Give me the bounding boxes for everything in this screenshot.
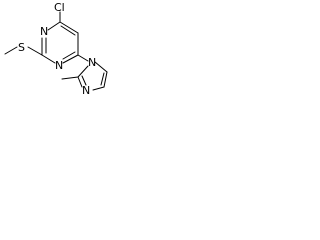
bond-c6-n1-double — [62, 51, 76, 60]
bond-n3-c4 — [47, 21, 61, 31]
bond-im-n1-c5 — [94, 61, 108, 73]
imidazole-ring — [77, 61, 108, 91]
atom-label-chlorine: Cl — [54, 1, 65, 14]
bond-n1-c2 — [41, 54, 56, 64]
atom-label-pyrimidine-n3: N — [40, 25, 48, 38]
bond-c2-s — [27, 46, 43, 56]
bond-c6-imidazole-n — [77, 54, 89, 62]
atom-label-sulfur: S — [18, 41, 25, 54]
bond-im-c4-n3 — [92, 86, 105, 91]
bond-im-n3-c2 — [77, 76, 83, 88]
bond-c6-n1 — [62, 54, 79, 64]
bond-im-c5-c4-double — [100, 72, 105, 86]
atom-label-imidazole-n3: N — [82, 84, 90, 97]
atom-label-imidazole-n1: N — [88, 56, 96, 69]
bond-c4-c5 — [59, 21, 79, 34]
atom-label-pyrimidine-n1: N — [55, 59, 63, 72]
bond-im-n3-c2-double — [81, 75, 87, 86]
bond-s-methyl — [4, 46, 18, 55]
bond-c4-c5-double — [60, 25, 76, 36]
bond-im-c5-c4 — [103, 71, 108, 88]
pyrimidine-ring — [41, 21, 79, 64]
bond-im-c2-methyl — [61, 76, 79, 80]
chemical-structure: Cl N N S N N — [4, 1, 108, 97]
bond-im-c2-n1 — [77, 65, 89, 78]
